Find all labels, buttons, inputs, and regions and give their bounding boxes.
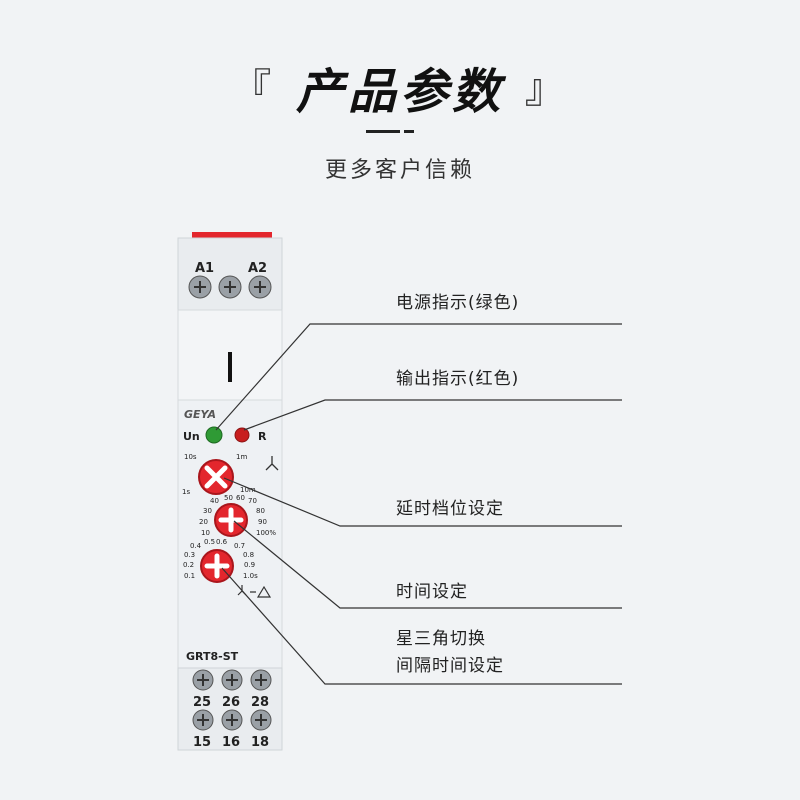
time-mark-10: 10	[201, 529, 210, 537]
top-screws	[188, 275, 272, 299]
callout-range-knob	[223, 477, 622, 527]
led-un-label: Un	[183, 430, 200, 443]
callout-output-led	[243, 399, 622, 431]
time-mark-80: 80	[256, 507, 265, 515]
top-latch	[192, 232, 272, 240]
terminal-a2-label: A2	[248, 261, 267, 276]
sd-mark-1.0s: 1.0s	[243, 572, 258, 580]
sd-mark-0.6: 0.6	[216, 538, 228, 546]
label-output-indicator: 输出指示(红色)	[396, 369, 520, 389]
callout-star-delta-knob	[221, 567, 622, 685]
sd-mark-0.7: 0.7	[234, 542, 245, 550]
sd-mark-0.2: 0.2	[183, 561, 194, 569]
time-mark-70: 70	[248, 497, 257, 505]
page-subtitle: 更多客户信赖	[324, 158, 475, 183]
sd-mark-0.5: 0.5	[204, 538, 215, 546]
model-label: GRT8-ST	[186, 650, 239, 663]
time-mark-20: 20	[199, 518, 208, 526]
sd-mark-0.4: 0.4	[190, 542, 202, 550]
terminal-26: 26	[222, 695, 240, 710]
range-mark-1m: 1m	[236, 453, 247, 461]
range-mark-1s: 1s	[182, 488, 190, 496]
time-knob[interactable]	[214, 503, 248, 537]
label-star-delta-line1: 星三角切换	[396, 629, 486, 649]
label-time-setting: 时间设定	[396, 582, 468, 602]
label-delay-range: 延时档位设定	[396, 499, 504, 519]
time-mark-30: 30	[203, 507, 212, 515]
power-led	[205, 426, 223, 444]
label-star-delta-line2: 间隔时间设定	[396, 656, 504, 676]
range-mark-10m: 10m	[240, 486, 256, 494]
callout-lines	[215, 323, 622, 685]
sd-mark-0.8: 0.8	[243, 551, 254, 559]
label-power-indicator: 电源指示(绿色)	[396, 293, 520, 313]
brand-logo: GEYA	[184, 408, 216, 421]
time-mark-40: 40	[210, 497, 219, 505]
title-text: 产品参数	[295, 64, 504, 120]
time-mark-50: 50	[224, 494, 233, 502]
callout-power-led	[215, 323, 622, 431]
terminal-a1-label: A1	[195, 261, 214, 276]
sd-mark-0.3: 0.3	[184, 551, 195, 559]
led-r-label: R	[258, 430, 267, 443]
sd-mark-0.9: 0.9	[244, 561, 255, 569]
time-mark-100: 100%	[256, 529, 276, 537]
title-bracket-open: 『	[231, 66, 276, 112]
bottom-screws-row1	[192, 669, 272, 691]
sd-mark-0.1: 0.1	[184, 572, 195, 580]
star-delta-knob[interactable]	[200, 549, 234, 583]
terminal-16: 16	[222, 735, 240, 750]
page-title: 『 产品参数 』	[0, 52, 800, 122]
time-mark-90: 90	[258, 518, 267, 526]
device-slot	[228, 352, 232, 382]
output-led	[234, 427, 250, 443]
title-bracket-close: 』	[524, 66, 569, 112]
callout-time-knob	[233, 520, 622, 609]
terminal-28: 28	[251, 695, 269, 710]
terminal-25: 25	[193, 695, 211, 710]
bottom-screws-row2	[192, 709, 272, 731]
time-mark-60: 60	[236, 494, 245, 502]
terminal-15: 15	[193, 735, 211, 750]
star-symbol-icon	[265, 456, 279, 471]
terminal-18: 18	[251, 735, 269, 750]
title-divider	[366, 130, 400, 133]
range-knob[interactable]	[198, 459, 234, 495]
range-mark-10s: 10s	[184, 453, 197, 461]
title-divider-dot	[404, 130, 414, 133]
